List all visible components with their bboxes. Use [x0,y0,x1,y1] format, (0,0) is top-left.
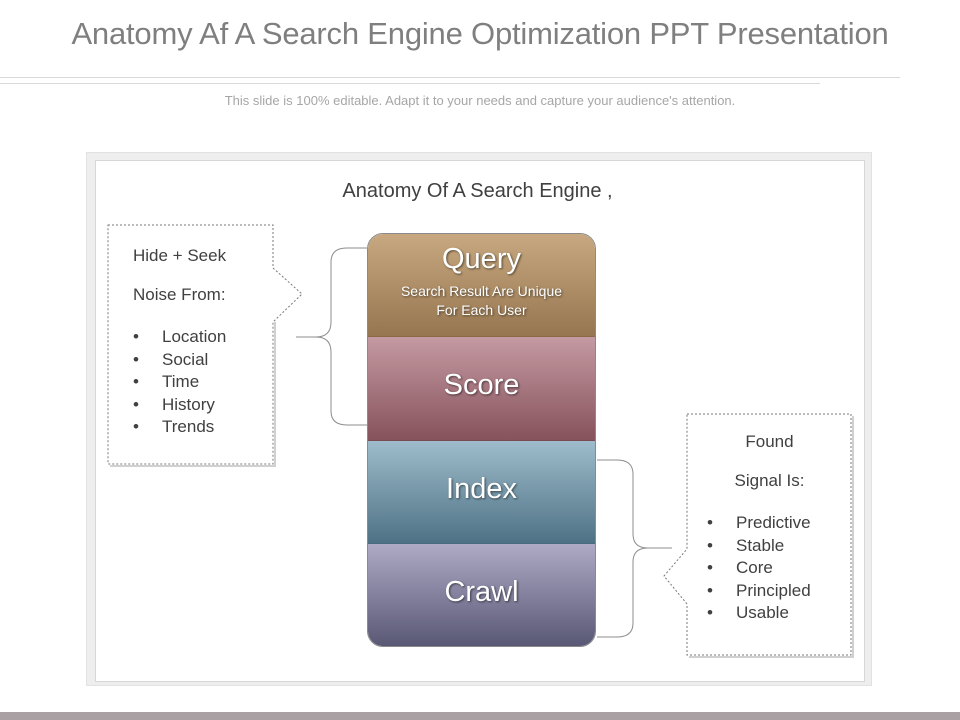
list-item: • Stable [707,535,832,558]
list-item-text: Time [162,372,200,391]
bullet: • [707,580,713,600]
layer-query-label: Query [442,243,521,275]
list-item: • Social [133,349,226,372]
left-callout-heading-2: Noise From: [133,285,226,304]
slide-subtitle: This slide is 100% editable. Adapt it to… [224,93,736,108]
left-callout-heading-1: Hide + Seek [133,246,227,265]
bullet: • [133,372,139,391]
layer-crawl-label: Crawl [444,576,519,608]
slide-title: Anatomy Af A Search Engine Optimization … [71,16,889,51]
bullet: • [133,349,139,369]
bullet: • [133,327,139,346]
layer-query: Query Search Result Are Unique For Each … [368,234,595,337]
list-item: • Predictive [707,512,832,535]
list-item-text: Core [736,558,773,577]
bullet: • [133,417,139,436]
right-callout-content: Found Signal Is: • Predictive • Stable • Co… [707,431,832,625]
left-callout-shadow [110,322,276,467]
title-divider-top [0,77,900,78]
title-divider-bottom [0,83,820,84]
left-callout-content: Hide + Seek Noise From: • Location • Socia… [133,245,226,439]
layer-query-description: Search Result Are Unique For Each User [368,282,595,320]
layer-index: Index [368,441,595,544]
left-callout-list: • Location • Social • Time • History • Trends [133,326,226,439]
list-item-text: Stable [736,535,785,555]
bullet: • [707,535,713,555]
bullet: • [707,603,713,622]
layer-query-desc-line2: For Each User [436,302,527,318]
list-item-text: Principled [736,580,811,600]
right-callout-heading-1: Found [745,432,794,451]
left-callout-box [107,224,303,465]
diagram-title: Anatomy Of A Search Engine , [342,180,613,202]
list-item: • Core [707,557,832,580]
list-item: • Time [133,371,226,394]
right-callout-shadow [689,416,854,658]
list-item: • Principled [707,580,832,603]
layer-score-label: Score [443,369,520,401]
list-item-text: Social [162,349,209,369]
layer-query-desc-line1: Search Result Are Unique [400,283,563,299]
list-item-text: History [162,394,215,414]
left-brace [296,247,367,426]
footer-bar [0,712,960,720]
list-item-text: Location [162,327,227,346]
bullet: • [133,394,139,414]
layer-score: Score [368,337,595,441]
layer-crawl: Crawl [368,544,595,646]
list-item-text: Trends [162,417,215,436]
bullet: • [707,558,713,577]
right-callout-box [663,413,852,656]
list-item-text: Predictive [736,513,811,532]
list-item-text: Usable [736,603,789,622]
list-item: • Usable [707,602,832,625]
list-item: • History [133,394,226,417]
list-item: • Trends [133,416,226,439]
right-callout-list: • Predictive • Stable • Core • Principled • U… [707,512,832,625]
search-engine-stack: Query Search Result Are Unique For Each … [367,233,596,647]
right-brace [597,459,672,638]
layer-index-label: Index [446,473,517,505]
list-item: • Location [133,326,226,349]
bullet: • [707,513,713,532]
right-callout-heading-2: Signal Is: [734,471,805,490]
